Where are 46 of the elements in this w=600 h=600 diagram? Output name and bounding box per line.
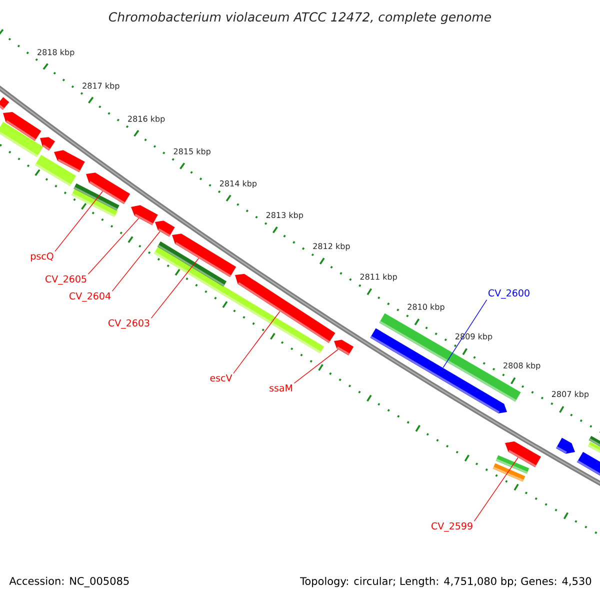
gene-feature	[379, 313, 521, 402]
gene-feature	[155, 220, 175, 237]
leader-line	[150, 258, 199, 319]
tick-label: 2817 kbp	[82, 82, 120, 90]
leader-line	[233, 311, 280, 374]
tick-label: 2818 kbp	[38, 49, 74, 57]
gene-label: CV_2605	[46, 275, 86, 285]
gene-feature	[40, 137, 56, 151]
gene-feature	[0, 122, 44, 158]
gene-feature	[54, 150, 85, 172]
tick-label: 2807 kbp	[552, 390, 589, 399]
tick-label: 2814 kbp	[220, 180, 257, 188]
gene-label: ssaM	[270, 384, 292, 392]
gene-label: CV_2599	[432, 522, 472, 532]
gene-feature	[172, 234, 236, 278]
gene-label: pscQ	[31, 252, 54, 262]
tick-label: 2810 kbp	[408, 304, 444, 312]
leader-line	[294, 349, 338, 384]
gene-label: CV_2604	[70, 292, 110, 302]
gene-feature	[0, 97, 10, 110]
tick-label: 2811 kbp	[360, 274, 397, 282]
gene-feature	[334, 340, 354, 356]
tick-label: 2813 kbp	[266, 212, 304, 220]
gene-feature	[131, 205, 158, 226]
gene-feature	[556, 438, 575, 454]
gene-feature	[86, 172, 130, 204]
gene-feature	[505, 441, 541, 468]
leader-line	[442, 300, 488, 368]
gene-feature	[576, 452, 600, 476]
gene-feature	[588, 436, 600, 448]
gene-label: escV	[210, 374, 232, 382]
leader-line	[474, 457, 518, 522]
gene-feature	[3, 112, 42, 142]
footer-text: Topology: circular; Length: 4,751,080 bp; Genes: 4,530	[300, 576, 592, 588]
leader-line	[88, 218, 140, 275]
leader-line	[112, 231, 160, 292]
footer-text: Accession: NC_005085	[9, 576, 129, 588]
tick-label: 2808 kbp	[504, 362, 540, 370]
gene-label: CV_2600	[488, 289, 530, 299]
tick-label: 2812 kbp	[313, 242, 350, 251]
gene-label: CV_2603	[108, 319, 150, 329]
tick-label: 2816 kbp	[128, 116, 165, 124]
tick-label: 2815 kbp	[174, 148, 210, 156]
leader-line	[54, 191, 103, 252]
title: Chromobacterium violaceum ATCC 12472, complete genome	[108, 12, 491, 24]
gene-feature	[235, 274, 336, 344]
